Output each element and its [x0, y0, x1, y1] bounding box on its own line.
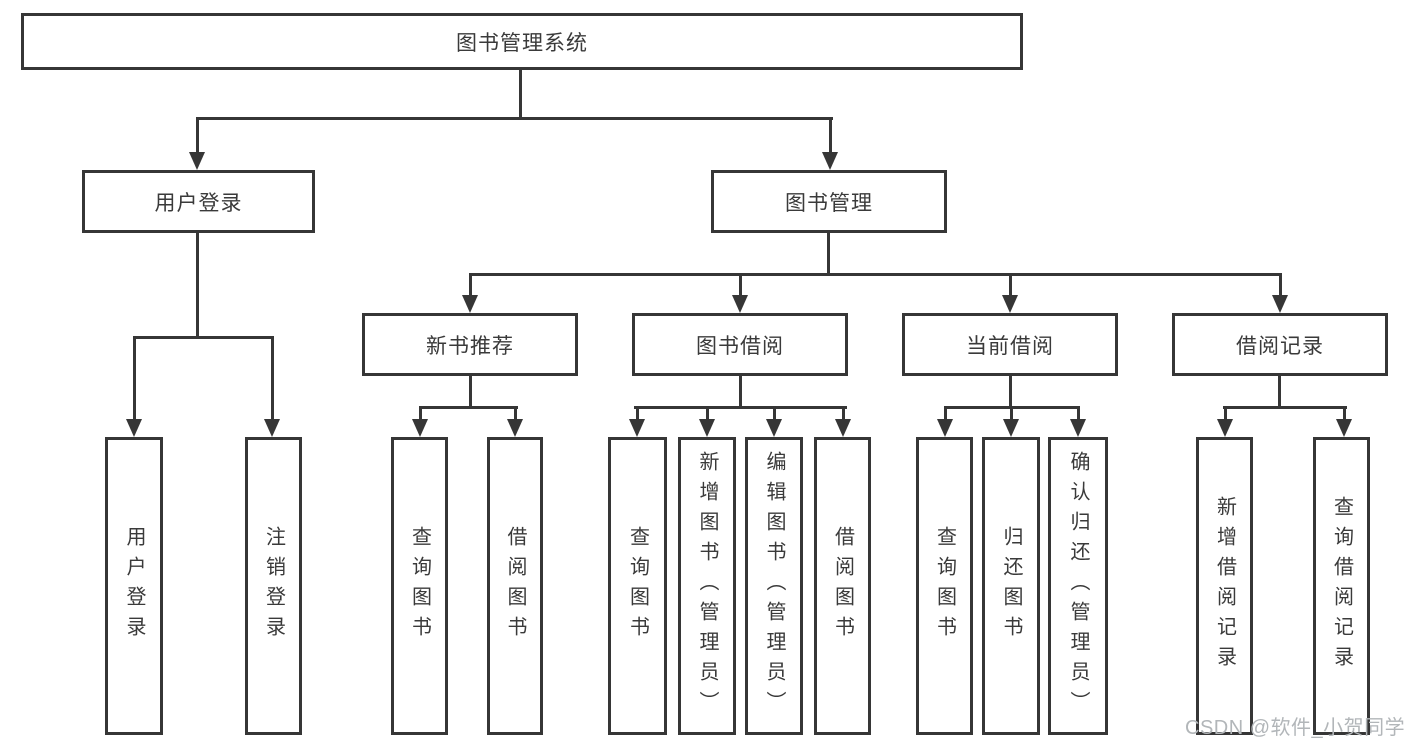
node-user-login: 用户登录 [82, 170, 315, 233]
leaf-label: 编辑图书（管理员） [763, 451, 785, 721]
arrow-to-leaf-add-borrow-record [1217, 408, 1233, 437]
arrow-to-leaf-borrow-books-2 [835, 408, 851, 437]
leaf-label: 用户登录 [123, 526, 145, 646]
node-label: 新书推荐 [426, 334, 514, 358]
connector-current-borrow-stem [1009, 376, 1012, 406]
leaf-edit-books-admin: 编辑图书（管理员） [745, 437, 803, 735]
leaf-return-books: 归还图书 [982, 437, 1040, 735]
arrow-to-book-borrow [732, 275, 748, 313]
arrow-to-user-login [189, 119, 205, 170]
connector-book-borrow-stem [739, 376, 742, 406]
leaf-label: 查询图书 [626, 526, 649, 646]
arrow-to-borrow-records [1272, 275, 1288, 313]
arrow-to-leaf-return-books [1003, 408, 1019, 437]
arrow-to-leaf-query-borrow-record [1336, 408, 1352, 437]
leaf-label: 新增图书（管理员） [696, 451, 718, 721]
arrow-to-leaf-query-books-1 [412, 408, 428, 437]
leaf-label: 查询图书 [408, 526, 431, 646]
connector-user-login-stem [196, 233, 199, 336]
leaf-user-login: 用户登录 [105, 437, 163, 735]
arrow-to-leaf-add-books [699, 408, 715, 437]
node-label: 图书借阅 [696, 334, 784, 358]
node-library-management-system: 图书管理系统 [21, 13, 1023, 70]
connector-root-stem [519, 70, 522, 117]
leaf-confirm-return-admin: 确认归还（管理员） [1048, 437, 1108, 735]
node-book-borrow: 图书借阅 [632, 313, 848, 376]
leaf-add-borrow-record: 新增借阅记录 [1196, 437, 1253, 735]
leaf-query-borrow-record: 查询借阅记录 [1313, 437, 1370, 735]
node-borrow-records: 借阅记录 [1172, 313, 1388, 376]
arrow-to-leaf-borrow-books-1 [507, 408, 523, 437]
leaf-label: 借阅图书 [504, 526, 526, 646]
node-label: 借阅记录 [1236, 334, 1324, 358]
arrow-to-leaf-query-books-2 [629, 408, 645, 437]
arrow-to-leaf-query-books-3 [937, 408, 953, 437]
leaf-query-books-3: 查询图书 [916, 437, 973, 735]
connector-new-book-recommend-branch [419, 406, 518, 409]
leaf-label: 归还图书 [1000, 526, 1022, 646]
arrow-to-leaf-confirm-return [1070, 408, 1086, 437]
connector-book-management-stem [827, 233, 830, 273]
node-label: 图书管理系统 [456, 31, 588, 55]
leaf-label: 查询借阅记录 [1330, 496, 1353, 676]
connector-borrow-records-stem [1278, 376, 1281, 406]
connector-book-borrow-branch [634, 406, 847, 409]
connector-user-login-branch [133, 336, 274, 339]
leaf-query-books-1: 查询图书 [391, 437, 448, 735]
leaf-query-books-2: 查询图书 [608, 437, 667, 735]
arrow-to-new-book-recommend [462, 275, 478, 313]
connector-new-book-recommend-stem [469, 376, 472, 406]
leaf-add-books-admin: 新增图书（管理员） [678, 437, 736, 735]
leaf-borrow-books-2: 借阅图书 [814, 437, 871, 735]
node-new-book-recommend: 新书推荐 [362, 313, 578, 376]
node-label: 当前借阅 [966, 334, 1054, 358]
arrow-to-leaf-user-login [126, 338, 142, 437]
node-label: 图书管理 [785, 191, 873, 215]
connector-level1-branch [196, 117, 833, 120]
leaf-label: 确认归还（管理员） [1067, 451, 1089, 721]
node-current-borrow: 当前借阅 [902, 313, 1118, 376]
arrow-to-leaf-edit-books [766, 408, 782, 437]
leaf-label: 借阅图书 [831, 526, 854, 646]
connector-level3-branch [469, 273, 1282, 276]
leaf-borrow-books-1: 借阅图书 [487, 437, 543, 735]
csdn-watermark: CSDN @软件_小贺同学 [1185, 717, 1405, 739]
connector-borrow-records-branch [1223, 406, 1347, 409]
leaf-label: 查询图书 [933, 526, 956, 646]
node-label: 用户登录 [154, 191, 243, 215]
leaf-logout: 注销登录 [245, 437, 302, 735]
arrow-to-leaf-logout [264, 338, 280, 437]
node-book-management: 图书管理 [711, 170, 947, 233]
leaf-label: 注销登录 [262, 526, 285, 646]
leaf-label: 新增借阅记录 [1213, 496, 1236, 676]
arrow-to-book-management [822, 119, 838, 170]
arrow-to-current-borrow [1002, 275, 1018, 313]
connector-current-borrow-branch [944, 406, 1080, 409]
